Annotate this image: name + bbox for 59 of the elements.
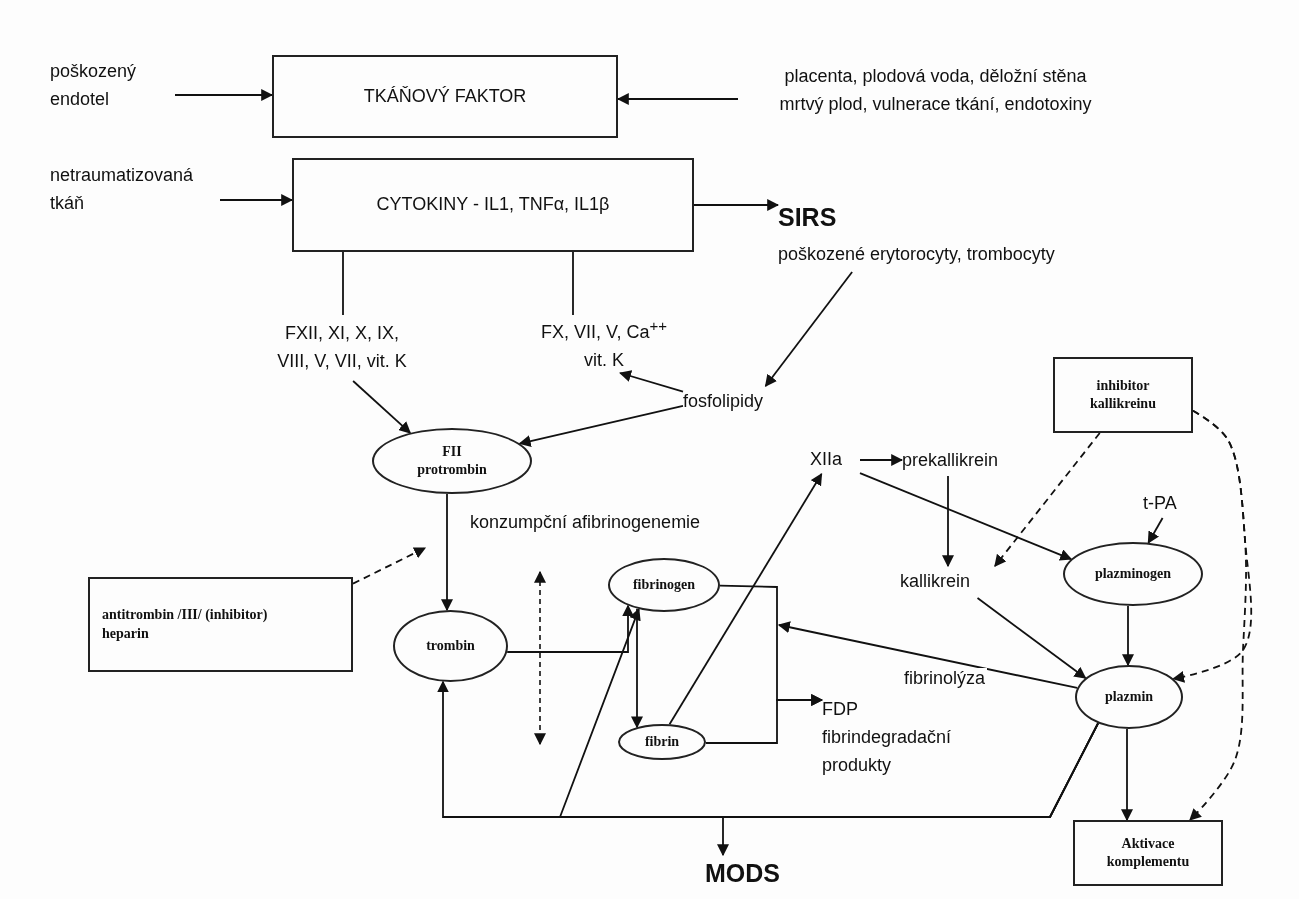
node-label: placenta, plodová voda, děložní stěna [784,65,1087,89]
node-label: konzumpční afibrinogenemie [470,511,701,535]
box-label: inhibitor kallikreinu [1089,376,1157,413]
node-label: FDP [822,698,858,722]
dashed-arrow [352,547,427,585]
arrow [859,454,904,466]
node-label: poškozený endotel [50,60,138,111]
arrow [441,493,453,612]
arrow [1121,728,1133,822]
process-box [1073,820,1223,886]
arrow [174,89,274,101]
box-label: fibrinogen [632,575,696,594]
box-label: TKÁŇOVÝ FAKTOR [363,84,527,108]
node-label: MODS [705,857,780,889]
node-label: XIIa [810,448,843,472]
dashed-arrow [994,432,1101,567]
box-label: plazminogen [1094,564,1172,583]
process-box [272,55,618,138]
process-box [292,158,694,252]
arrow [1147,517,1164,544]
box-label: fibrin [644,732,680,751]
node-label: prekallikrein [902,449,999,473]
connector-line [342,251,344,316]
arrow [764,271,853,387]
node-label: FX, VII, V, Ca$^{++}$ vit. K [540,315,668,372]
arrow [619,370,684,393]
arrow [693,199,780,211]
box-label: trombin [426,636,475,655]
node-label: netraumatizovaná tkáň [50,163,195,215]
node-label: fibrindegradační produkty [822,726,953,777]
oval-node [1075,665,1183,729]
process-box [88,577,353,672]
box-label: plazmin [1104,687,1154,706]
arrow [859,472,1073,561]
node-label: kallikrein [900,570,971,594]
process-box [1053,357,1193,433]
arrow [219,194,294,206]
arrow [942,475,954,568]
arrow [518,405,684,447]
node-label: FXII, XI, X, IX, VIII, V, VII, vit. K [276,322,408,373]
dashed-arrow [1189,409,1247,821]
arrow [352,380,412,434]
node-label: SIRS [778,201,837,233]
arrow [1122,605,1134,667]
arrow [705,694,824,744]
node-label: fosfolipidy [683,390,764,414]
node-label: t-PA [1143,492,1177,516]
box-label: CYTOKINY - IL1, TNFα, IL1β [376,193,610,217]
arrow [506,604,634,653]
arrow [717,722,1099,857]
box-label: Aktivace komplementu [1105,834,1191,871]
node-label: mrtvý plod, vulnerace tkání, endotoxiny [779,93,1092,116]
box-label: FII protrombin [416,442,488,479]
connector-line [572,251,574,316]
arrow [976,597,1087,679]
arrow [668,472,823,726]
edge-label: fibrinolýza [902,668,988,689]
box-label: antitrombin /III/ (inhibitor) heparin [102,606,269,643]
node-label: poškozené erytorocyty, trombocyty [778,243,1055,267]
